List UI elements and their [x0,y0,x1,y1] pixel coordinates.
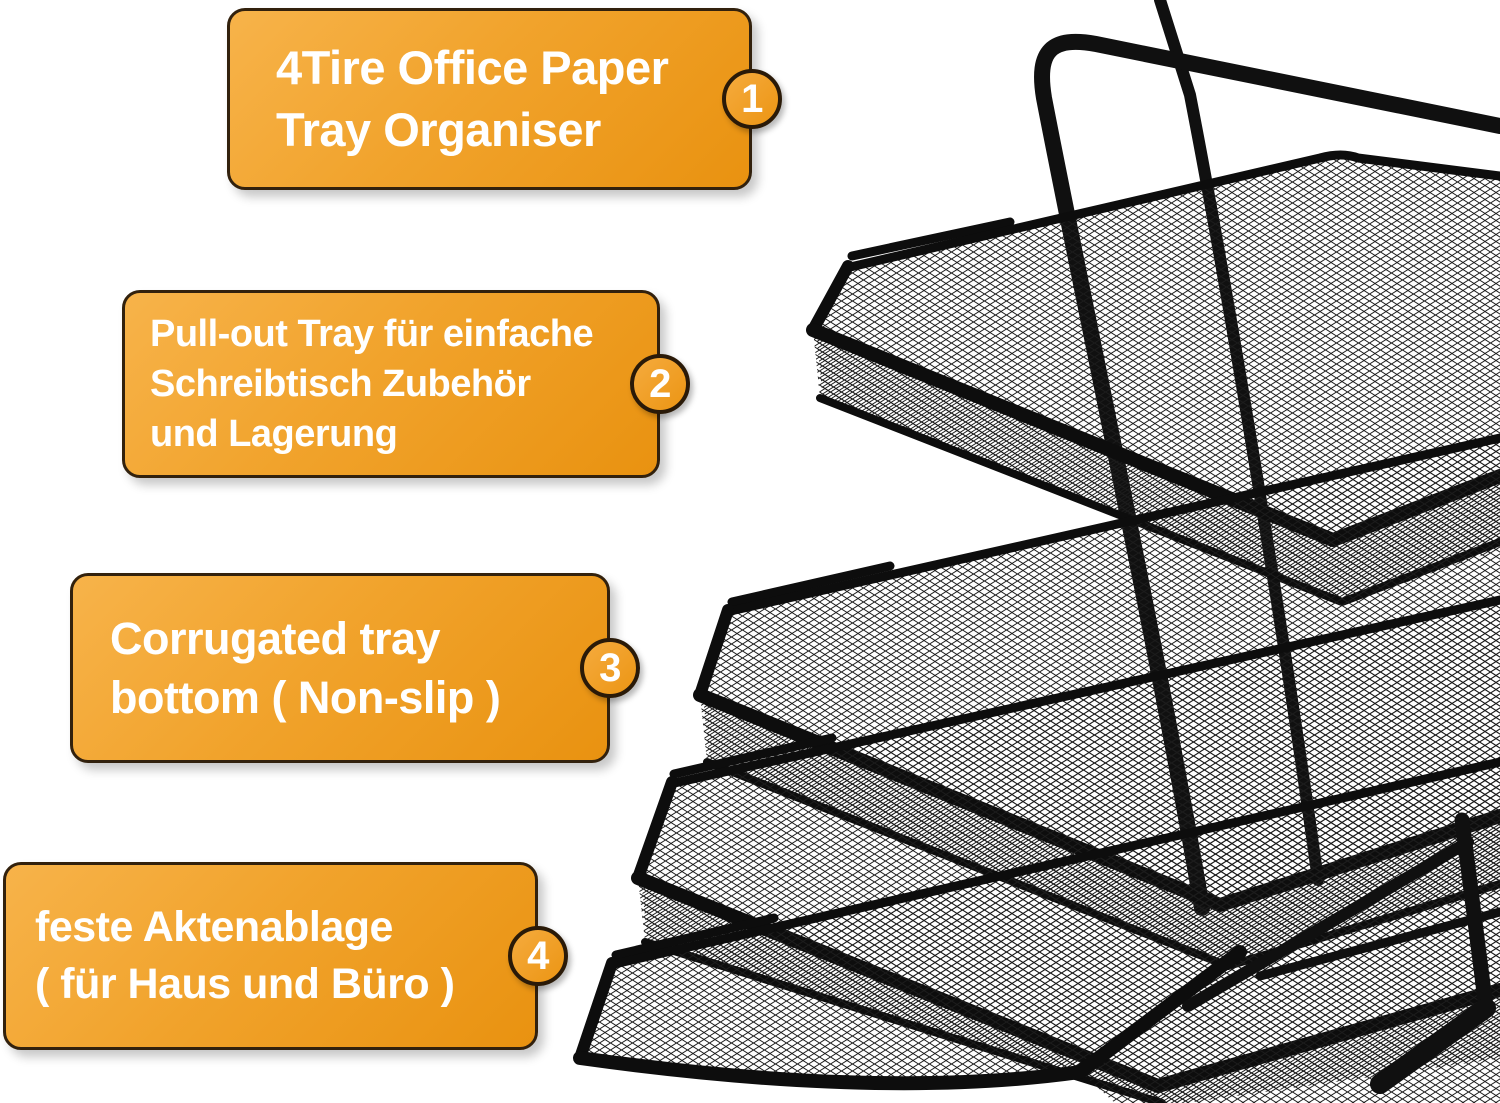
foot-cap [1370,998,1496,1094]
callout-3: Corrugated tray bottom ( Non-slip ) 3 [70,573,640,763]
callout-number-badge: 3 [580,638,640,698]
callout-line: feste Aktenablage [35,903,393,952]
tray-4 [573,757,1500,1103]
callout-line: Tray Organiser [276,103,601,156]
callout-number-badge: 1 [722,69,782,129]
callout-line: und Lagerung [150,413,398,456]
stand-legs [1182,812,1500,1094]
callout-line: Corrugated tray [110,612,441,664]
callout-line: ( für Haus und Büro ) [35,960,455,1008]
callout-number-badge: 2 [630,354,690,414]
callout-4: feste Aktenablage ( für Haus und Büro ) … [3,862,568,1050]
callout-2: Pull-out Tray für einfache Schreibtisch … [122,290,690,478]
callout-line: Schreibtisch Zubehör [150,362,531,405]
callout-line: bottom ( Non-slip ) [110,672,501,723]
callout-number-badge: 4 [508,926,568,986]
callout-line: 4Tire Office Paper [276,40,669,94]
callout-line: Pull-out Tray für einfache [150,312,594,355]
callout-1: 4Tire Office Paper Tray Organiser 1 [227,8,782,190]
